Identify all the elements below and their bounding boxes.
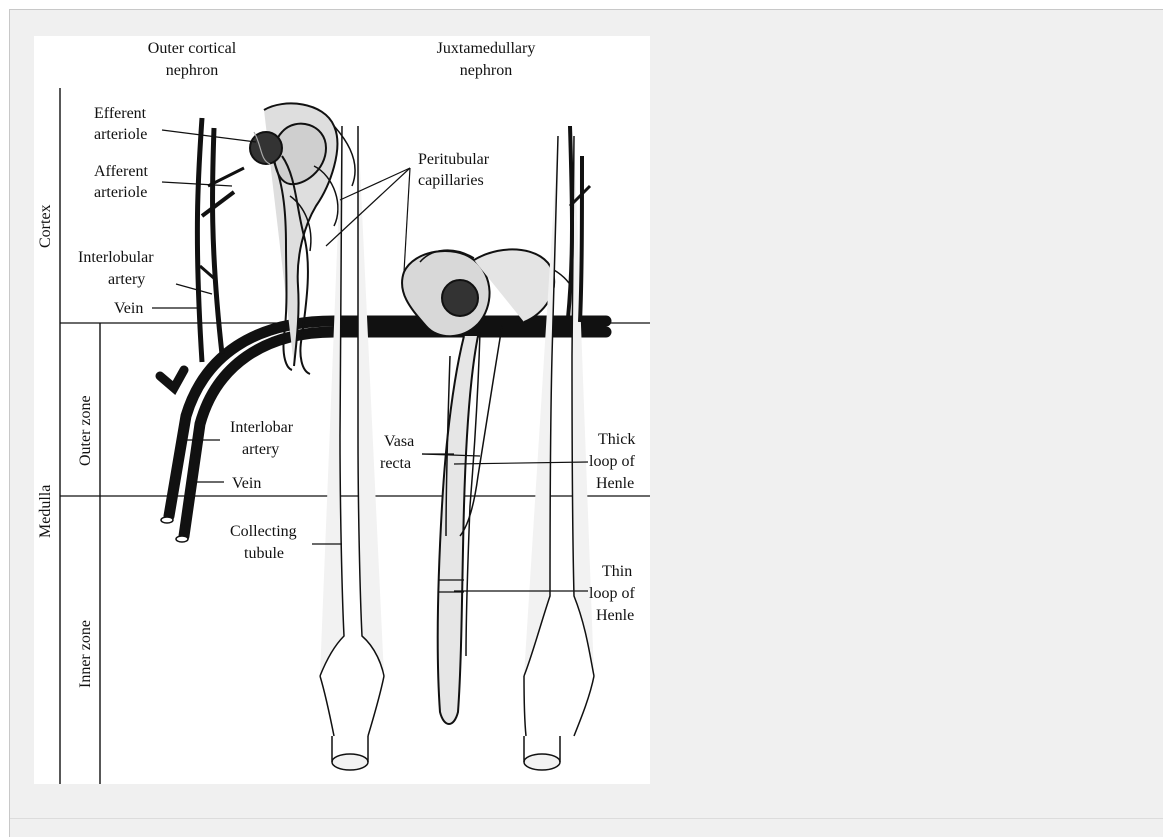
label-collecting-tubule-line1: Collecting [230, 523, 297, 540]
column-heading-outer-cortical-line1: Outer cortical [148, 40, 237, 57]
label-collecting-tubule-line2: tubule [244, 545, 284, 562]
label-vein-lower: Vein [232, 475, 261, 492]
panel-divider [10, 818, 1163, 819]
label-interlobar-artery-line1: Interlobar [230, 419, 294, 436]
right-interlobular-vessels [568, 126, 590, 322]
column-heading-juxtamedullary-line2: nephron [460, 62, 512, 79]
interlobular-vessels [197, 118, 244, 362]
label-thin-loop-line3: Henle [596, 607, 634, 624]
label-peritubular-capillaries-line1: Peritubular [418, 151, 490, 168]
label-efferent-arteriole-line1: Efferent [94, 105, 147, 122]
label-vasa-recta-line2: recta [380, 455, 411, 472]
label-thick-loop-line3: Henle [596, 475, 634, 492]
label-thin-loop-line2: loop of [589, 585, 635, 602]
region-label-medulla: Medulla [37, 485, 54, 538]
region-label-outer-zone: Outer zone [77, 395, 94, 466]
content-panel: Cortex Medulla Outer zone Inner zone Out… [9, 9, 1163, 837]
nephron-diagram: Cortex Medulla Outer zone Inner zone Out… [34, 36, 650, 784]
label-vasa-recta-line1: Vasa [384, 433, 414, 450]
zone-frame [60, 88, 650, 784]
label-interlobular-artery-line2: artery [108, 271, 145, 288]
label-efferent-arteriole-line2: arteriole [94, 126, 147, 143]
column-heading-outer-cortical-line2: nephron [166, 62, 218, 79]
nephron-diagram-svg: Cortex Medulla Outer zone Inner zone Out… [34, 36, 650, 784]
label-interlobar-artery-line2: artery [242, 441, 279, 458]
label-afferent-arteriole-line1: Afferent [94, 163, 148, 180]
label-interlobular-artery-line1: Interlobular [78, 249, 154, 266]
region-label-cortex: Cortex [37, 204, 54, 248]
region-label-inner-zone: Inner zone [77, 620, 94, 688]
label-thin-loop-line1: Thin [602, 563, 632, 580]
label-peritubular-capillaries-line2: capillaries [418, 172, 484, 189]
label-afferent-arteriole-line2: arteriole [94, 184, 147, 201]
label-thick-loop-line2: loop of [589, 453, 635, 470]
label-thick-loop-line1: Thick [598, 431, 635, 448]
label-vein-upper: Vein [114, 300, 143, 317]
column-heading-juxtamedullary-line1: Juxtamedullary [437, 40, 536, 57]
